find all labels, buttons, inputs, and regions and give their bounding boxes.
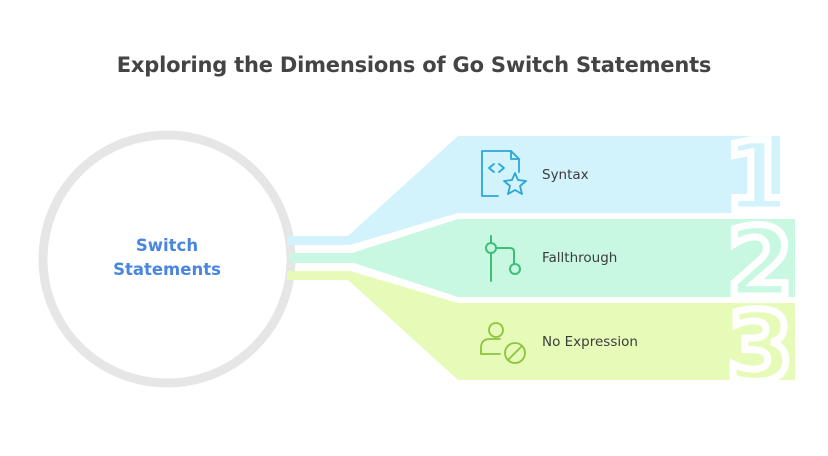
center-topic: Switch Statements bbox=[62, 234, 272, 282]
number-2: 2 bbox=[727, 207, 794, 319]
number-1: 1 bbox=[724, 121, 791, 233]
branch-flow-icon bbox=[485, 235, 521, 282]
diagram-title: Exploring the Dimensions of Go Switch St… bbox=[116, 53, 712, 77]
band-syntax bbox=[287, 136, 780, 245]
band-fallthrough bbox=[289, 219, 795, 297]
code-file-star-icon bbox=[481, 150, 527, 197]
user-blocked-icon bbox=[480, 322, 526, 364]
center-topic-line2: Statements bbox=[113, 260, 221, 279]
band-no-expression bbox=[287, 271, 795, 380]
item-label-syntax: Syntax bbox=[542, 167, 589, 183]
item-label-fallthrough: Fallthrough bbox=[542, 250, 618, 266]
item-label-no-expression: No Expression bbox=[542, 334, 638, 350]
center-topic-line1: Switch bbox=[135, 236, 199, 255]
number-3: 3 bbox=[727, 291, 794, 403]
